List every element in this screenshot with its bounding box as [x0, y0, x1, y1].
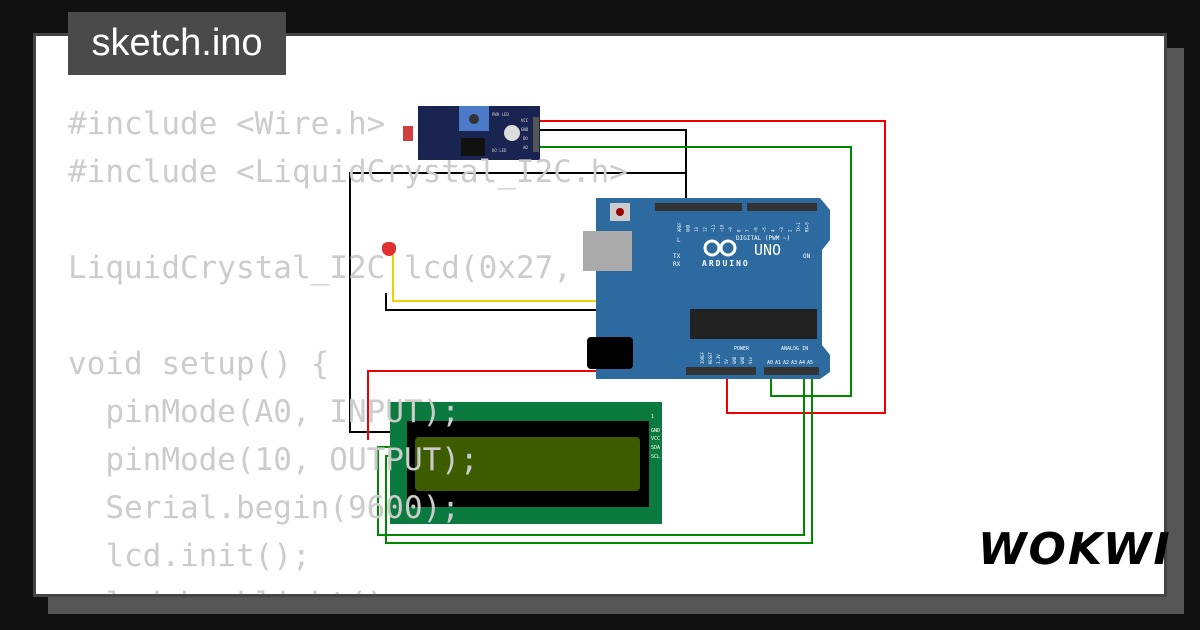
- pin-a1: A1: [775, 360, 781, 366]
- pin-do: DO: [523, 136, 528, 141]
- pin-label: GND: [686, 224, 691, 232]
- pin-gnd: GND: [521, 127, 529, 132]
- on-label: ON: [803, 253, 811, 260]
- lcd-pin-gnd: GND: [651, 428, 660, 434]
- pin-label: 3.3V: [716, 354, 721, 364]
- pin-label: ~3: [779, 227, 784, 232]
- arduino-brand: ARDUINO: [702, 259, 750, 268]
- sensor-label-pwr: PWR LED: [492, 112, 509, 117]
- file-tab[interactable]: sketch.ino: [68, 12, 286, 75]
- digital-label: DIGITAL (PWM ~): [736, 235, 790, 242]
- pin-a5: A5: [807, 360, 813, 366]
- wire-ao-green: [540, 146, 852, 397]
- arduino-model: UNO: [754, 241, 781, 259]
- pin-label: ~11: [711, 224, 716, 232]
- pin-label: 8: [737, 229, 742, 232]
- pin-label: IOREF: [700, 351, 705, 364]
- pin-label: 7: [745, 229, 750, 232]
- pin-label: ~9: [728, 227, 733, 232]
- pin-label: ~10: [720, 224, 725, 232]
- pin-label: 4: [771, 229, 776, 232]
- wire-black-lcd: [349, 172, 686, 433]
- pin-label: Vin: [748, 356, 753, 364]
- red-led: [382, 242, 396, 256]
- wire-scl-green: [385, 371, 813, 544]
- wire-vcc-red: [540, 120, 886, 414]
- ldr-sensor-module: PWR LED DO LED VCC GND DO AO: [403, 106, 540, 160]
- pin-label: GND: [740, 356, 745, 364]
- led-rx: RX: [673, 261, 681, 268]
- pin-label: GND: [732, 356, 737, 364]
- lcd-pin1: 1: [651, 414, 654, 420]
- pin-vcc: VCC: [521, 118, 529, 123]
- pin-label: RESET: [708, 351, 713, 364]
- pin-label: ~6: [754, 227, 759, 232]
- pin-a3: A3: [791, 360, 797, 366]
- pin-label: 13: [694, 227, 699, 232]
- lcd-pin-vcc: VCC: [651, 436, 660, 442]
- wokwi-logo: WOKWI: [978, 524, 1172, 575]
- lcd-1602: 1 GND VCC SDA SCL: [390, 402, 662, 524]
- sensor-label-do: DO LED: [492, 148, 507, 153]
- led-l: L: [677, 237, 681, 244]
- pin-label: TX→1: [796, 222, 801, 232]
- pin-label: 5V: [724, 359, 729, 364]
- wire-sda-green: [377, 371, 805, 536]
- power-label: POWER: [734, 346, 750, 352]
- arduino-uno: DIGITAL (PWM ~) ARDUINO UNO ON L TX RX P…: [583, 198, 830, 379]
- lcd-pin-scl: SCL: [651, 454, 660, 460]
- lcd-pin-sda: SDA: [651, 445, 660, 451]
- led-tx: TX: [673, 253, 681, 260]
- pin-a2: A2: [783, 360, 789, 366]
- pin-ao: AO: [523, 145, 528, 150]
- pin-label: 2: [788, 229, 793, 232]
- analog-label: ANALOG IN: [781, 346, 808, 352]
- pin-label: AREF: [677, 222, 682, 232]
- pin-label: RX←0: [805, 222, 810, 232]
- pin-a0: A0: [767, 360, 773, 366]
- pin-a4: A4: [799, 360, 805, 366]
- pin-label: ~5: [762, 227, 767, 232]
- pin-label: 12: [703, 227, 708, 232]
